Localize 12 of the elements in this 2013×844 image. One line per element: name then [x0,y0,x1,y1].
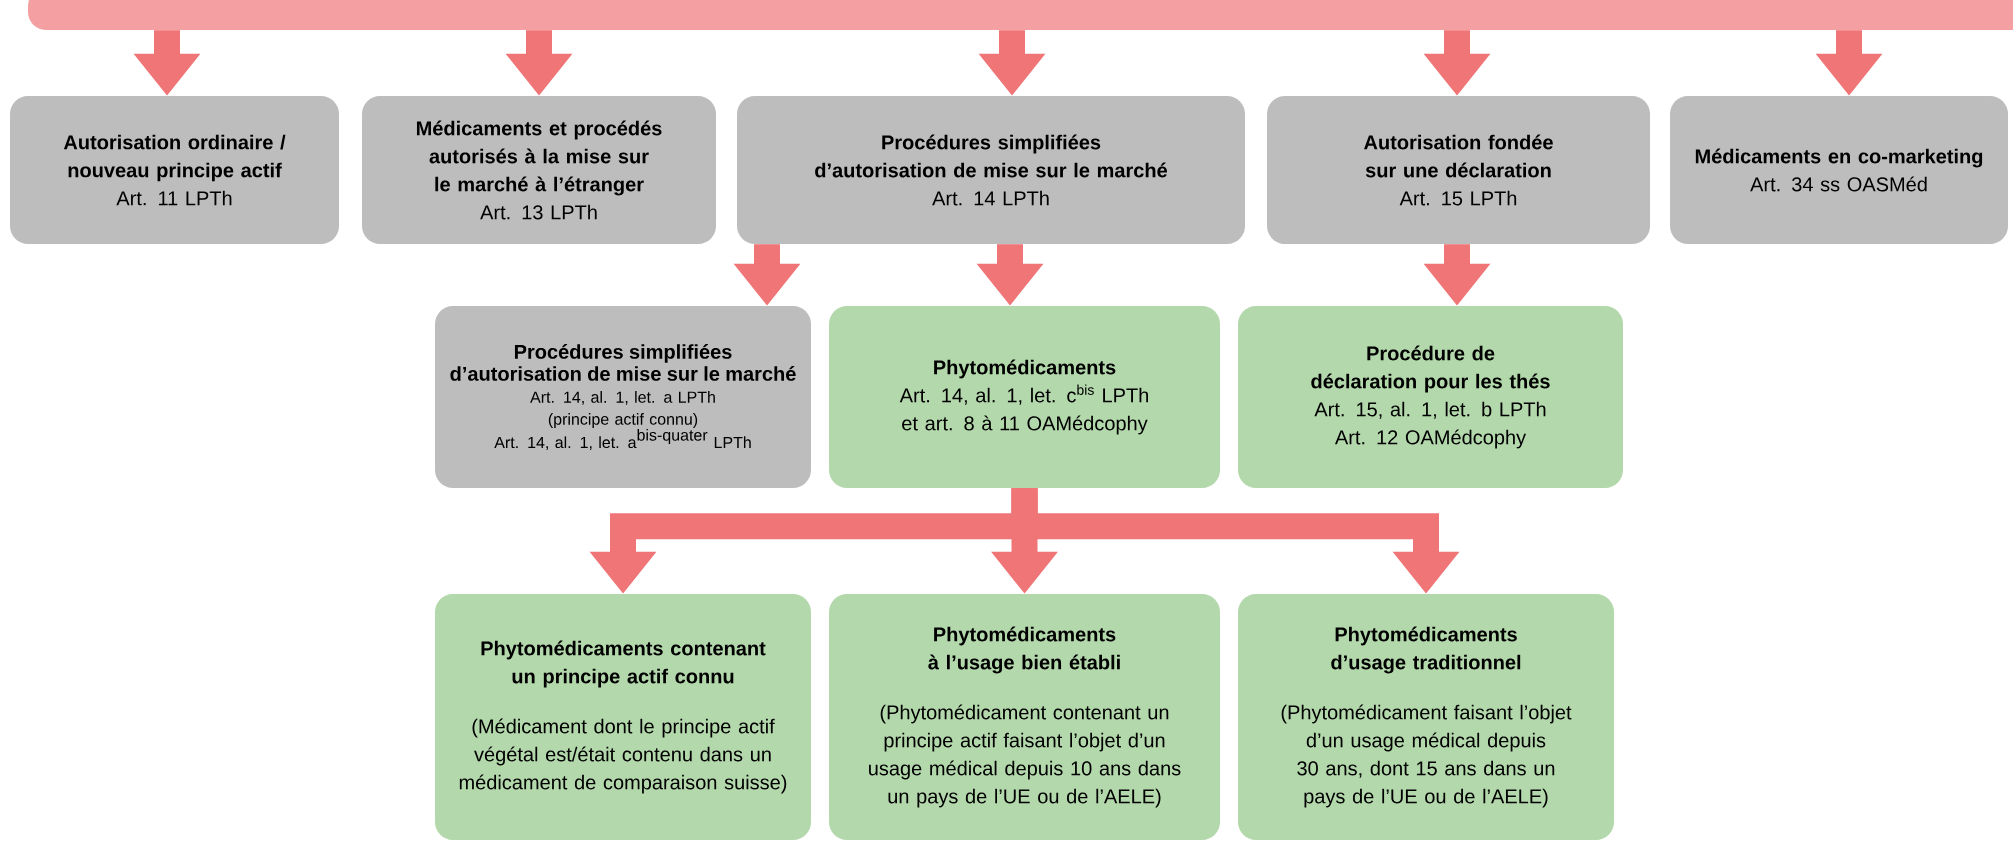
process-box: Phytomédicaments contenant un principe actif connu (Médicament dont le principe actif végétal est/était contenu dans un médicament de comparaison suisse) [435,594,811,840]
process-box: Procédure de déclaration pour les thés Art. 15, al. 1, let. b LPTh Art. 12 OAMédcophy [1238,306,1623,488]
process-box: Autorisation fondée sur une déclaration Art. 15 LPTh [1267,96,1650,244]
process-box: Médicaments en co-marketing Art. 34 ss OASMéd [1670,96,2008,244]
process-box: Autorisation ordinaire / nouveau principe actif Art. 11 LPTh [10,96,339,244]
process-box: Phytomédicaments Art. 14, al. 1, let. c$^{bis}$ LPTh et art. 8 à 11 OAMédcophy [829,306,1220,488]
process-box: Phytomédicaments à l’usage bien établi (Phytomédicament contenant un principe actif faisant l’objet d’un usage médical depuis 10 ans dans un pays de l’UE ou de l’AELE) [829,594,1220,840]
banner-bar [28,0,2013,30]
process-box: Procédures simplifiées d’autorisation de mise sur le marché Art. 14, al. 1, let. a LPTh (principe actif connu) $\textrm{Art. 14, al. 1, let. a}^{\textrm{bis-quater}}\textrm{ LPTh}$ [435,306,811,488]
process-box: Procédures simplifiées d’autorisation de mise sur le marché Art. 14 LPTh [737,96,1245,244]
process-box: Médicaments et procédés autorisés à la mise sur le marché à l’étranger Art. 13 LPTh [362,96,716,244]
process-box: Phytomédicaments d’usage traditionnel (Phytomédicament faisant l’objet d’un usage médical depuis 30 ans, dont 15 ans dans un pays de l’UE ou de l’AELE) [1238,594,1614,840]
